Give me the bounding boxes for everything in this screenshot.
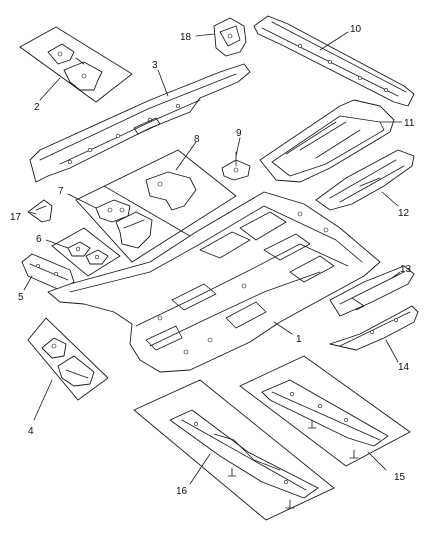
part-10-group (253, 15, 415, 107)
callout-17: 17 (10, 212, 22, 223)
part-11-group (259, 99, 395, 183)
part-4-box (27, 317, 109, 401)
part-1-group (47, 191, 381, 373)
callout-13: 13 (400, 264, 412, 275)
part-15-fastener-b (349, 449, 359, 459)
part-13-bracket (329, 265, 415, 317)
part-6-group (51, 227, 121, 277)
part-2-box (19, 26, 133, 103)
part-8-bracket (145, 171, 197, 211)
part-11-panel (259, 99, 395, 183)
callout-labels: 1 2 3 4 5 6 7 8 9 10 11 12 13 14 15 16 1… (10, 24, 415, 497)
leader-lines (23, 31, 403, 485)
callout-15: 15 (394, 472, 406, 483)
callout-1: 1 (296, 334, 302, 345)
part-7-bracket-b (115, 211, 153, 249)
part-12-panel (315, 149, 415, 211)
part-1-floor-pan (47, 191, 381, 373)
part-12-group (315, 149, 415, 211)
part-14-group (329, 305, 419, 351)
part-10-rail (253, 15, 415, 107)
callout-5: 5 (18, 292, 24, 303)
callout-4: 4 (28, 426, 34, 437)
part-15-fastener-a (307, 419, 317, 429)
callout-9: 9 (236, 128, 242, 139)
part-5-group (21, 253, 75, 291)
callout-12: 12 (398, 208, 410, 219)
callout-10: 10 (350, 24, 362, 35)
part-18-group (213, 17, 247, 57)
callout-18: 18 (180, 32, 192, 43)
part-14-rail (329, 305, 419, 351)
callout-6: 6 (36, 234, 42, 245)
callout-8: 8 (194, 134, 200, 145)
part-16-fastener-b (285, 499, 295, 509)
part-16-fastener-a (227, 467, 237, 477)
part-17-group (27, 199, 53, 223)
callout-14: 14 (398, 362, 410, 373)
part-17-bracket (27, 199, 53, 223)
callout-16: 16 (176, 486, 188, 497)
callout-11: 11 (404, 118, 415, 129)
part-7-8-group (75, 149, 237, 263)
callout-2: 2 (34, 102, 40, 113)
part-16-group (133, 379, 335, 521)
callout-7: 7 (58, 186, 64, 197)
part-2-group (19, 26, 133, 103)
callout-3: 3 (152, 60, 158, 71)
part-15-group (239, 355, 411, 467)
part-4-bracket-lower (57, 355, 95, 387)
part-3-group (29, 63, 251, 183)
part-7-8-box (75, 149, 237, 263)
part-4-group (27, 317, 109, 401)
